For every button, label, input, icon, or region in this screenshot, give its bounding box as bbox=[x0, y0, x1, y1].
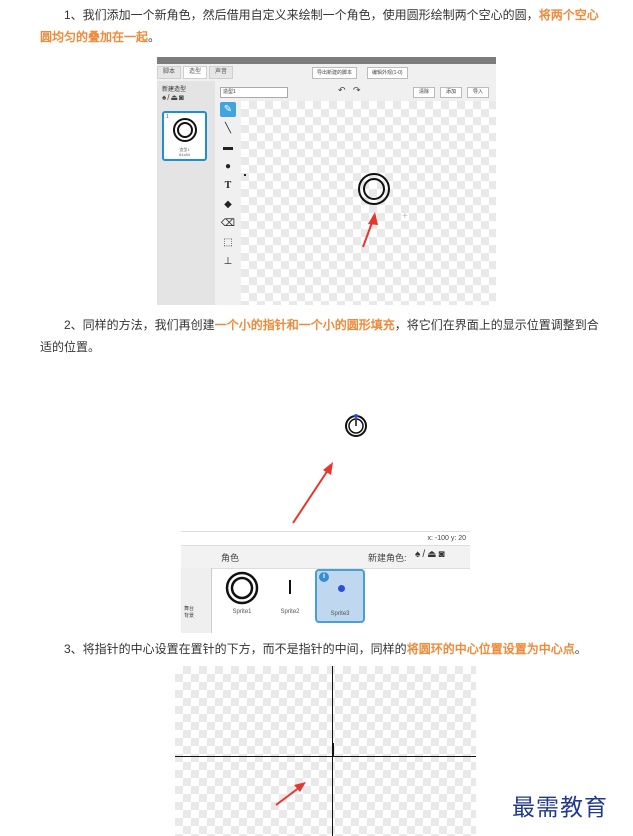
clear-button[interactable]: 清除 bbox=[413, 87, 436, 98]
library-icon[interactable]: ♠ bbox=[415, 549, 423, 560]
new-costume-label: 新建造型 bbox=[162, 87, 187, 93]
double-circle-drawing bbox=[358, 173, 390, 205]
watermark-logo: 最需教育 bbox=[512, 795, 608, 821]
costume-caption: 造型1 84x84 bbox=[179, 147, 190, 157]
step3-text: 3、将指针的中心设置在置针的下方，而不是指针的中间，同样的 bbox=[64, 642, 407, 656]
upload-icon[interactable]: ⏏ bbox=[170, 93, 180, 102]
costume-editor-screenshot: 脚本 造型 声音 导出新建的脚本 编辑外观(1-0) 新建造型 ♠/⏏◙ 1 造… bbox=[157, 57, 496, 305]
sprite-name: Sprite2 bbox=[280, 609, 300, 615]
costume-number: 1 bbox=[166, 114, 169, 120]
tab-scripts[interactable]: 脚本 bbox=[157, 66, 182, 79]
text-tool-icon[interactable]: T bbox=[224, 180, 232, 191]
sprite-name: Sprite3 bbox=[330, 611, 350, 617]
step1-highlight: 将两个空心圆均匀的叠加在一起 bbox=[40, 8, 599, 44]
rectangle-tool-icon[interactable]: ▬ bbox=[223, 142, 233, 153]
step2-text-end: ，将它们在界面上的显示位置调整到合适的位置。 bbox=[40, 318, 599, 354]
editor-tabs: 脚本 造型 声音 bbox=[157, 66, 235, 79]
select-tool-icon[interactable]: ⬚ bbox=[223, 237, 233, 248]
step3-paragraph: 3、将指针的中心设置在置针的下方，而不是指针的中间，同样的将圆环的中心位置设置为… bbox=[40, 638, 600, 660]
sprite-thumbnail-2[interactable]: Sprite2 bbox=[267, 569, 313, 619]
step1-text-end: 。 bbox=[148, 30, 161, 44]
tab-sounds[interactable]: 声音 bbox=[209, 66, 234, 79]
step2-highlight: 一个小的指针和一个小的圆形填充 bbox=[214, 318, 395, 332]
center-point-canvas[interactable] bbox=[175, 666, 476, 836]
upload-icon[interactable]: ⏏ bbox=[427, 549, 439, 560]
paint-canvas[interactable] bbox=[241, 101, 496, 305]
needle-shape bbox=[332, 743, 334, 757]
step3-text-end: 。 bbox=[574, 642, 587, 656]
stage-label: 舞台 背景 bbox=[184, 606, 195, 619]
brush-tool-icon[interactable]: ✎ bbox=[220, 102, 236, 117]
line-tool-icon[interactable]: ╲ bbox=[224, 123, 232, 134]
library-icon[interactable]: ♠ bbox=[162, 93, 168, 102]
horizontal-guide bbox=[175, 756, 476, 757]
canvas-dot bbox=[244, 174, 246, 176]
sprite-list-screenshot: x: -100 y: 20 角色 新建角色: ♠/⏏◙ 舞台 背景 Sprite… bbox=[181, 531, 470, 633]
needle-icon bbox=[289, 580, 291, 594]
crosshair-icon: + bbox=[402, 211, 408, 222]
fill-tool-icon[interactable]: ◆ bbox=[224, 199, 232, 210]
stage-thumbnail[interactable]: 舞台 背景 bbox=[181, 568, 212, 633]
sprite-thumbnail-1[interactable]: Sprite1 bbox=[219, 569, 265, 619]
step2-paragraph: 2、同样的方法，我们再创建一个小的指针和一个小的圆形填充，将它们在界面上的显示位… bbox=[40, 314, 600, 358]
costume-thumbnail[interactable]: 1 造型1 84x84 bbox=[162, 111, 207, 161]
step1-text: 1、我们添加一个新角色，然后借用自定义来绘制一个角色，使用圆形绘制两个空心的圆， bbox=[64, 8, 539, 22]
costume-name-field[interactable]: 造型1 bbox=[220, 87, 288, 98]
step2-text: 2、同样的方法，我们再创建 bbox=[64, 318, 215, 332]
new-sprite-icons: ♠/⏏◙ bbox=[415, 549, 447, 560]
camera-icon[interactable]: ◙ bbox=[438, 549, 447, 560]
add-button[interactable]: 添加 bbox=[440, 87, 463, 98]
new-costume-icons: ♠/⏏◙ bbox=[162, 93, 185, 102]
stamp-tool-icon[interactable]: ⊥ bbox=[223, 256, 233, 267]
import-button[interactable]: 导入 bbox=[467, 87, 490, 98]
new-sprite-label: 新建角色: bbox=[368, 553, 407, 563]
stage-coordinates: x: -100 y: 20 bbox=[427, 535, 466, 542]
paint-brush-icon[interactable]: / bbox=[167, 93, 171, 102]
step3-highlight: 将圆环的中心位置设置为中心点 bbox=[406, 642, 575, 656]
sprites-label: 角色 bbox=[221, 553, 240, 563]
step1-paragraph: 1、我们添加一个新角色，然后借用自定义来绘制一个角色，使用圆形绘制两个空心的圆，… bbox=[40, 4, 600, 48]
export-script-button[interactable]: 导出新建的脚本 bbox=[312, 67, 358, 79]
sprite-thumbnail-3[interactable]: i Sprite3 bbox=[315, 569, 365, 623]
tab-costumes[interactable]: 造型 bbox=[183, 66, 208, 79]
title-bar bbox=[157, 57, 496, 64]
undo-icon[interactable]: ↶ bbox=[338, 85, 346, 95]
clock-sprite-icon bbox=[345, 414, 367, 437]
eraser-tool-icon[interactable]: ⌫ bbox=[220, 218, 236, 229]
double-circle-thumbnail-icon bbox=[173, 118, 197, 142]
double-circle-icon bbox=[225, 571, 259, 605]
edit-appearance-button[interactable]: 编辑外观(1-0) bbox=[367, 67, 408, 79]
camera-icon[interactable]: ◙ bbox=[179, 93, 185, 102]
costume-list-panel: 新建造型 ♠/⏏◙ 1 造型1 84x84 bbox=[157, 81, 215, 305]
redo-icon[interactable]: ↷ bbox=[353, 85, 361, 95]
blue-dot-icon bbox=[338, 585, 345, 592]
sprite-panel-header: 角色 新建角色: ♠/⏏◙ bbox=[181, 545, 470, 569]
sprite-name: Sprite1 bbox=[232, 609, 252, 615]
info-icon[interactable]: i bbox=[319, 572, 329, 582]
paint-brush-icon[interactable]: / bbox=[422, 549, 428, 560]
ellipse-tool-icon[interactable]: ● bbox=[224, 161, 232, 172]
